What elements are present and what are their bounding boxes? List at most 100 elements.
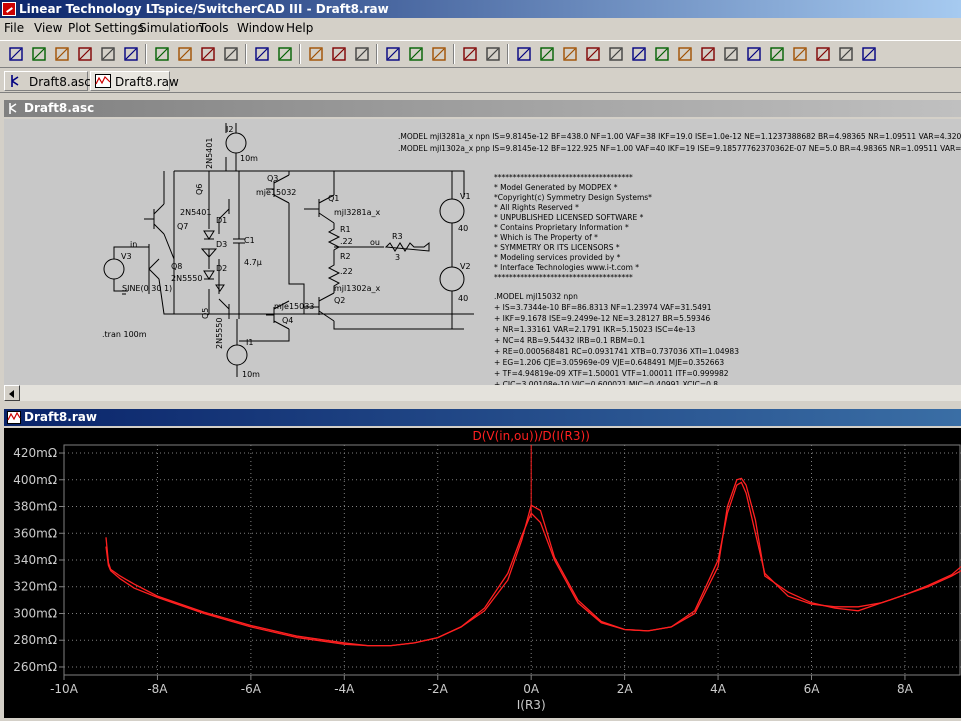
move-icon[interactable] (698, 44, 718, 64)
run-icon[interactable] (98, 44, 118, 64)
waveform-chart: 260mΩ280mΩ300mΩ320mΩ340mΩ360mΩ380mΩ400mΩ… (13, 429, 961, 712)
model-param-line: + IKF=9.1678 ISE=9.2499e-12 NE=3.28127 B… (494, 314, 711, 323)
zoom-in-icon[interactable] (152, 44, 172, 64)
zoom-fit-icon[interactable] (198, 44, 218, 64)
schematic-canvas[interactable]: I2 10m 2N5401 Q6 2N5401 Q7 Q8 2N5550 in … (4, 119, 961, 385)
v2-label: V2 (460, 262, 471, 271)
ground-icon[interactable] (537, 44, 557, 64)
title-bar: Linear Technology LTspice/SwitcherCAD II… (0, 0, 961, 18)
grid-icon[interactable] (275, 44, 295, 64)
tab-label: Draft8.raw (115, 75, 179, 89)
q1-part: mjl3281a_x (334, 208, 381, 217)
in-label: in (130, 240, 137, 249)
menu-view[interactable]: View (34, 21, 63, 35)
halt-icon[interactable] (121, 44, 141, 64)
tab-draft8-raw[interactable]: Draft8.raw (90, 71, 179, 91)
ltspice-app-icon (2, 2, 16, 16)
q6-part: 2N5401 (205, 138, 214, 169)
model-mjl1302a: .MODEL mjl1302a_x pnp IS=9.8145e-12 BF=1… (398, 144, 961, 153)
open-icon[interactable] (29, 44, 49, 64)
autorange-icon[interactable] (252, 44, 272, 64)
text-icon[interactable] (836, 44, 856, 64)
x-tick-label: -2A (428, 682, 449, 696)
zoom-out-icon[interactable] (175, 44, 195, 64)
mirror-icon[interactable] (813, 44, 833, 64)
drag-icon[interactable] (721, 44, 741, 64)
toolbar-separator (507, 44, 509, 64)
label-icon[interactable] (560, 44, 580, 64)
new-schematic-icon[interactable] (6, 44, 26, 64)
d3-label: D3 (216, 240, 227, 249)
r2-label: R2 (340, 252, 351, 261)
x-tick-label: -10A (50, 682, 79, 696)
x-tick-label: 6A (804, 682, 821, 696)
v3-value: SINE(0 30 1) (122, 284, 172, 293)
print-preview-icon[interactable] (460, 44, 480, 64)
model-param-line: + IS=3.7344e-10 BF=86.8313 NF=1.23974 VA… (494, 303, 712, 312)
model-param-line: .MODEL mjl15032 npn (494, 292, 578, 301)
trace-line-0 (105, 481, 961, 647)
v1-label: V1 (460, 192, 471, 201)
close-all-icon[interactable] (352, 44, 372, 64)
control-panel-icon[interactable] (75, 44, 95, 64)
y-tick-label: 400mΩ (13, 473, 57, 487)
tab-draft8-asc[interactable]: Draft8.asc (4, 71, 91, 91)
x-axis-label: I(R3) (517, 698, 546, 712)
model-param-line: + CJC=3.00108e-10 VJC=0.600021 MJC=0.409… (494, 380, 719, 385)
cut-icon[interactable] (383, 44, 403, 64)
i2-value: 10m (240, 154, 258, 163)
menu-plot-settings[interactable]: Plot Settings (68, 21, 144, 35)
rotate-icon[interactable] (790, 44, 810, 64)
undo-icon[interactable] (744, 44, 764, 64)
y-tick-label: 340mΩ (13, 553, 57, 567)
menu-simulation[interactable]: Simulation (139, 21, 203, 35)
component-icon[interactable] (675, 44, 695, 64)
spice-directive-icon[interactable] (859, 44, 879, 64)
header-comment-line: ************************************* (494, 173, 633, 182)
capacitor-icon[interactable] (606, 44, 626, 64)
toolbar-separator (145, 44, 147, 64)
schematic-drawing: I2 10m 2N5401 Q6 2N5401 Q7 Q8 2N5550 in … (102, 123, 474, 379)
q5-label: Q5 (201, 308, 210, 319)
menu-tools[interactable]: Tools (199, 21, 229, 35)
header-comment-line: * All Rights Reserved * (494, 203, 579, 212)
menu-file[interactable]: File (4, 21, 25, 35)
r3-label: R3 (392, 232, 403, 241)
cascade-icon[interactable] (329, 44, 349, 64)
schematic-window-titlebar[interactable]: Draft8.asc (4, 100, 961, 119)
header-comment-line: * Model Generated by MODPEX * (494, 183, 618, 192)
model-mjl15032: .MODEL mjl15032 npn + IS=3.7344e-10 BF=86… (494, 291, 739, 385)
schematic-icon (9, 103, 17, 114)
plot-window-titlebar[interactable]: Draft8.raw (4, 409, 961, 428)
inductor-icon[interactable] (629, 44, 649, 64)
redo-icon[interactable] (767, 44, 787, 64)
copy-icon[interactable] (406, 44, 426, 64)
resistor-icon[interactable] (583, 44, 603, 64)
find-icon[interactable] (429, 44, 449, 64)
q3-label: Q3 (267, 174, 278, 183)
y-tick-label: 360mΩ (13, 526, 57, 540)
save-icon[interactable] (52, 44, 72, 64)
r3-value: 3 (395, 253, 400, 262)
i2-label: I2 (226, 125, 233, 134)
print-icon[interactable] (483, 44, 503, 64)
q8-part: 2N5550 (171, 274, 202, 283)
schematic-horizontal-scrollbar[interactable] (4, 385, 961, 401)
menu-help[interactable]: Help (286, 21, 314, 35)
menu-window[interactable]: Window (237, 21, 285, 35)
q2-label: Q2 (334, 296, 345, 305)
waveform-icon (95, 74, 111, 88)
wire-icon[interactable] (514, 44, 534, 64)
zoom-cancel-icon[interactable] (221, 44, 241, 64)
diode-icon[interactable] (652, 44, 672, 64)
scroll-left-button[interactable] (4, 385, 20, 401)
model-param-line: + RE=0.000568481 RC=0.0931741 XTB=0.7370… (494, 347, 739, 356)
q7-label: Q7 (177, 222, 188, 231)
r2-value: .22 (340, 267, 353, 276)
r1-value: .22 (340, 237, 353, 246)
tile-horizontal-icon[interactable] (306, 44, 326, 64)
toolbar-separator (245, 44, 247, 64)
header-comment-line: * Interface Technologies www.i-t.com * (494, 263, 640, 272)
x-tick-label: 2A (617, 682, 634, 696)
